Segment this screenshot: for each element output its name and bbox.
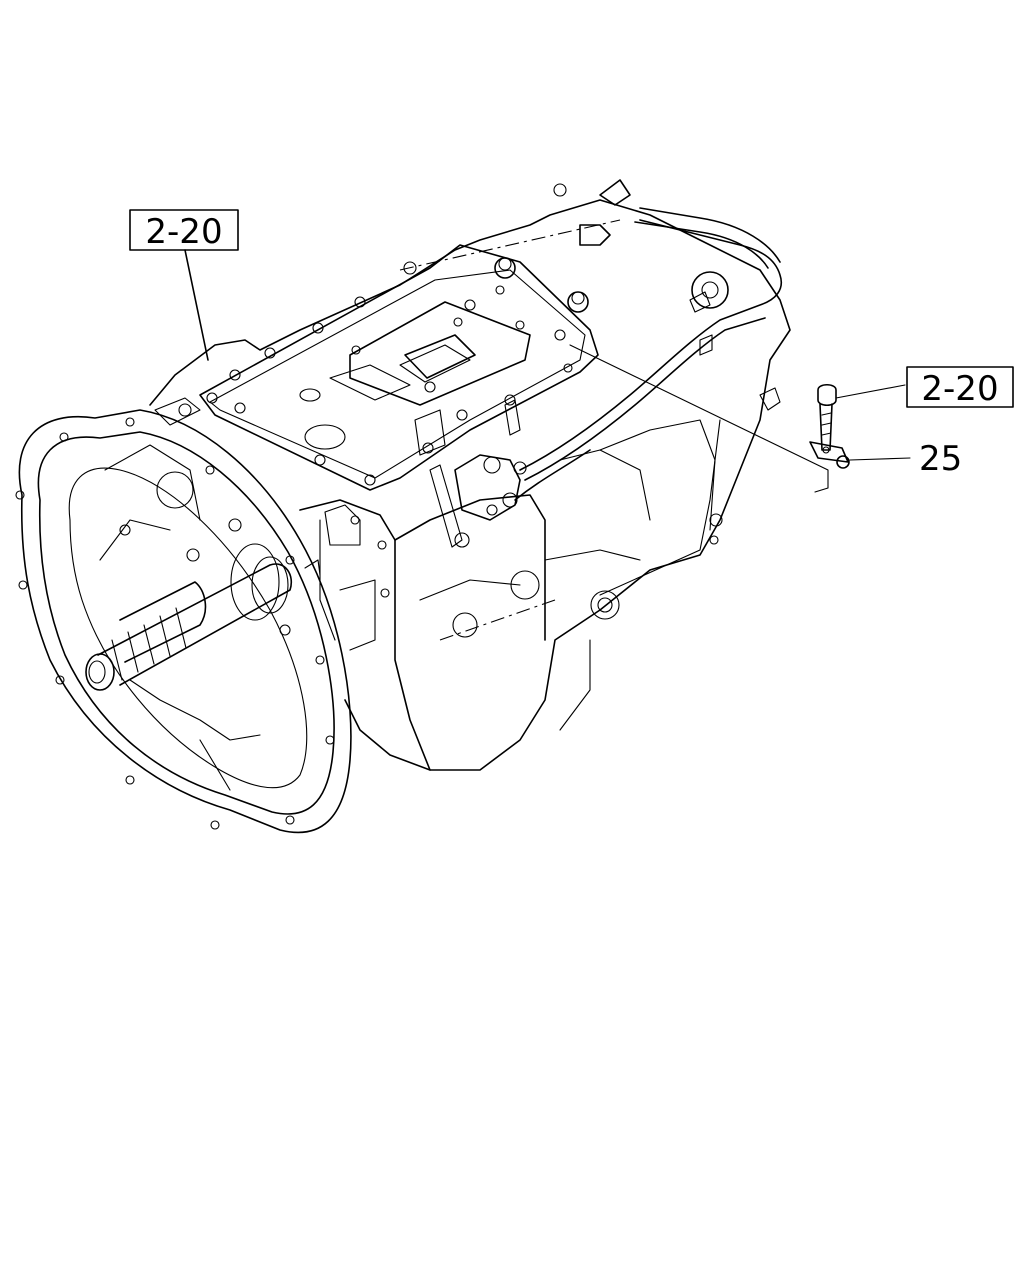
callout-ref-right: 2-20 [906,366,1014,409]
callout-ref-right-text: 2-20 [921,369,998,409]
callout-part-number: 25 [919,439,962,479]
callout-ref-left-text: 2-20 [145,212,222,252]
main-case [149,199,791,771]
leader-lines [184,249,911,493]
clip-plate [809,441,849,463]
bolt-and-clip [809,383,850,469]
input-shaft [85,543,292,691]
callout-box-right [906,366,1014,408]
bell-housing [15,409,352,834]
valve-block [414,394,527,548]
top-cover [154,244,599,491]
bolt-shank [819,403,833,451]
callout-ref-left: 2-20 [129,209,239,252]
air-lines [514,179,782,501]
callout-box-left [129,209,239,251]
bolt-head [817,383,837,407]
